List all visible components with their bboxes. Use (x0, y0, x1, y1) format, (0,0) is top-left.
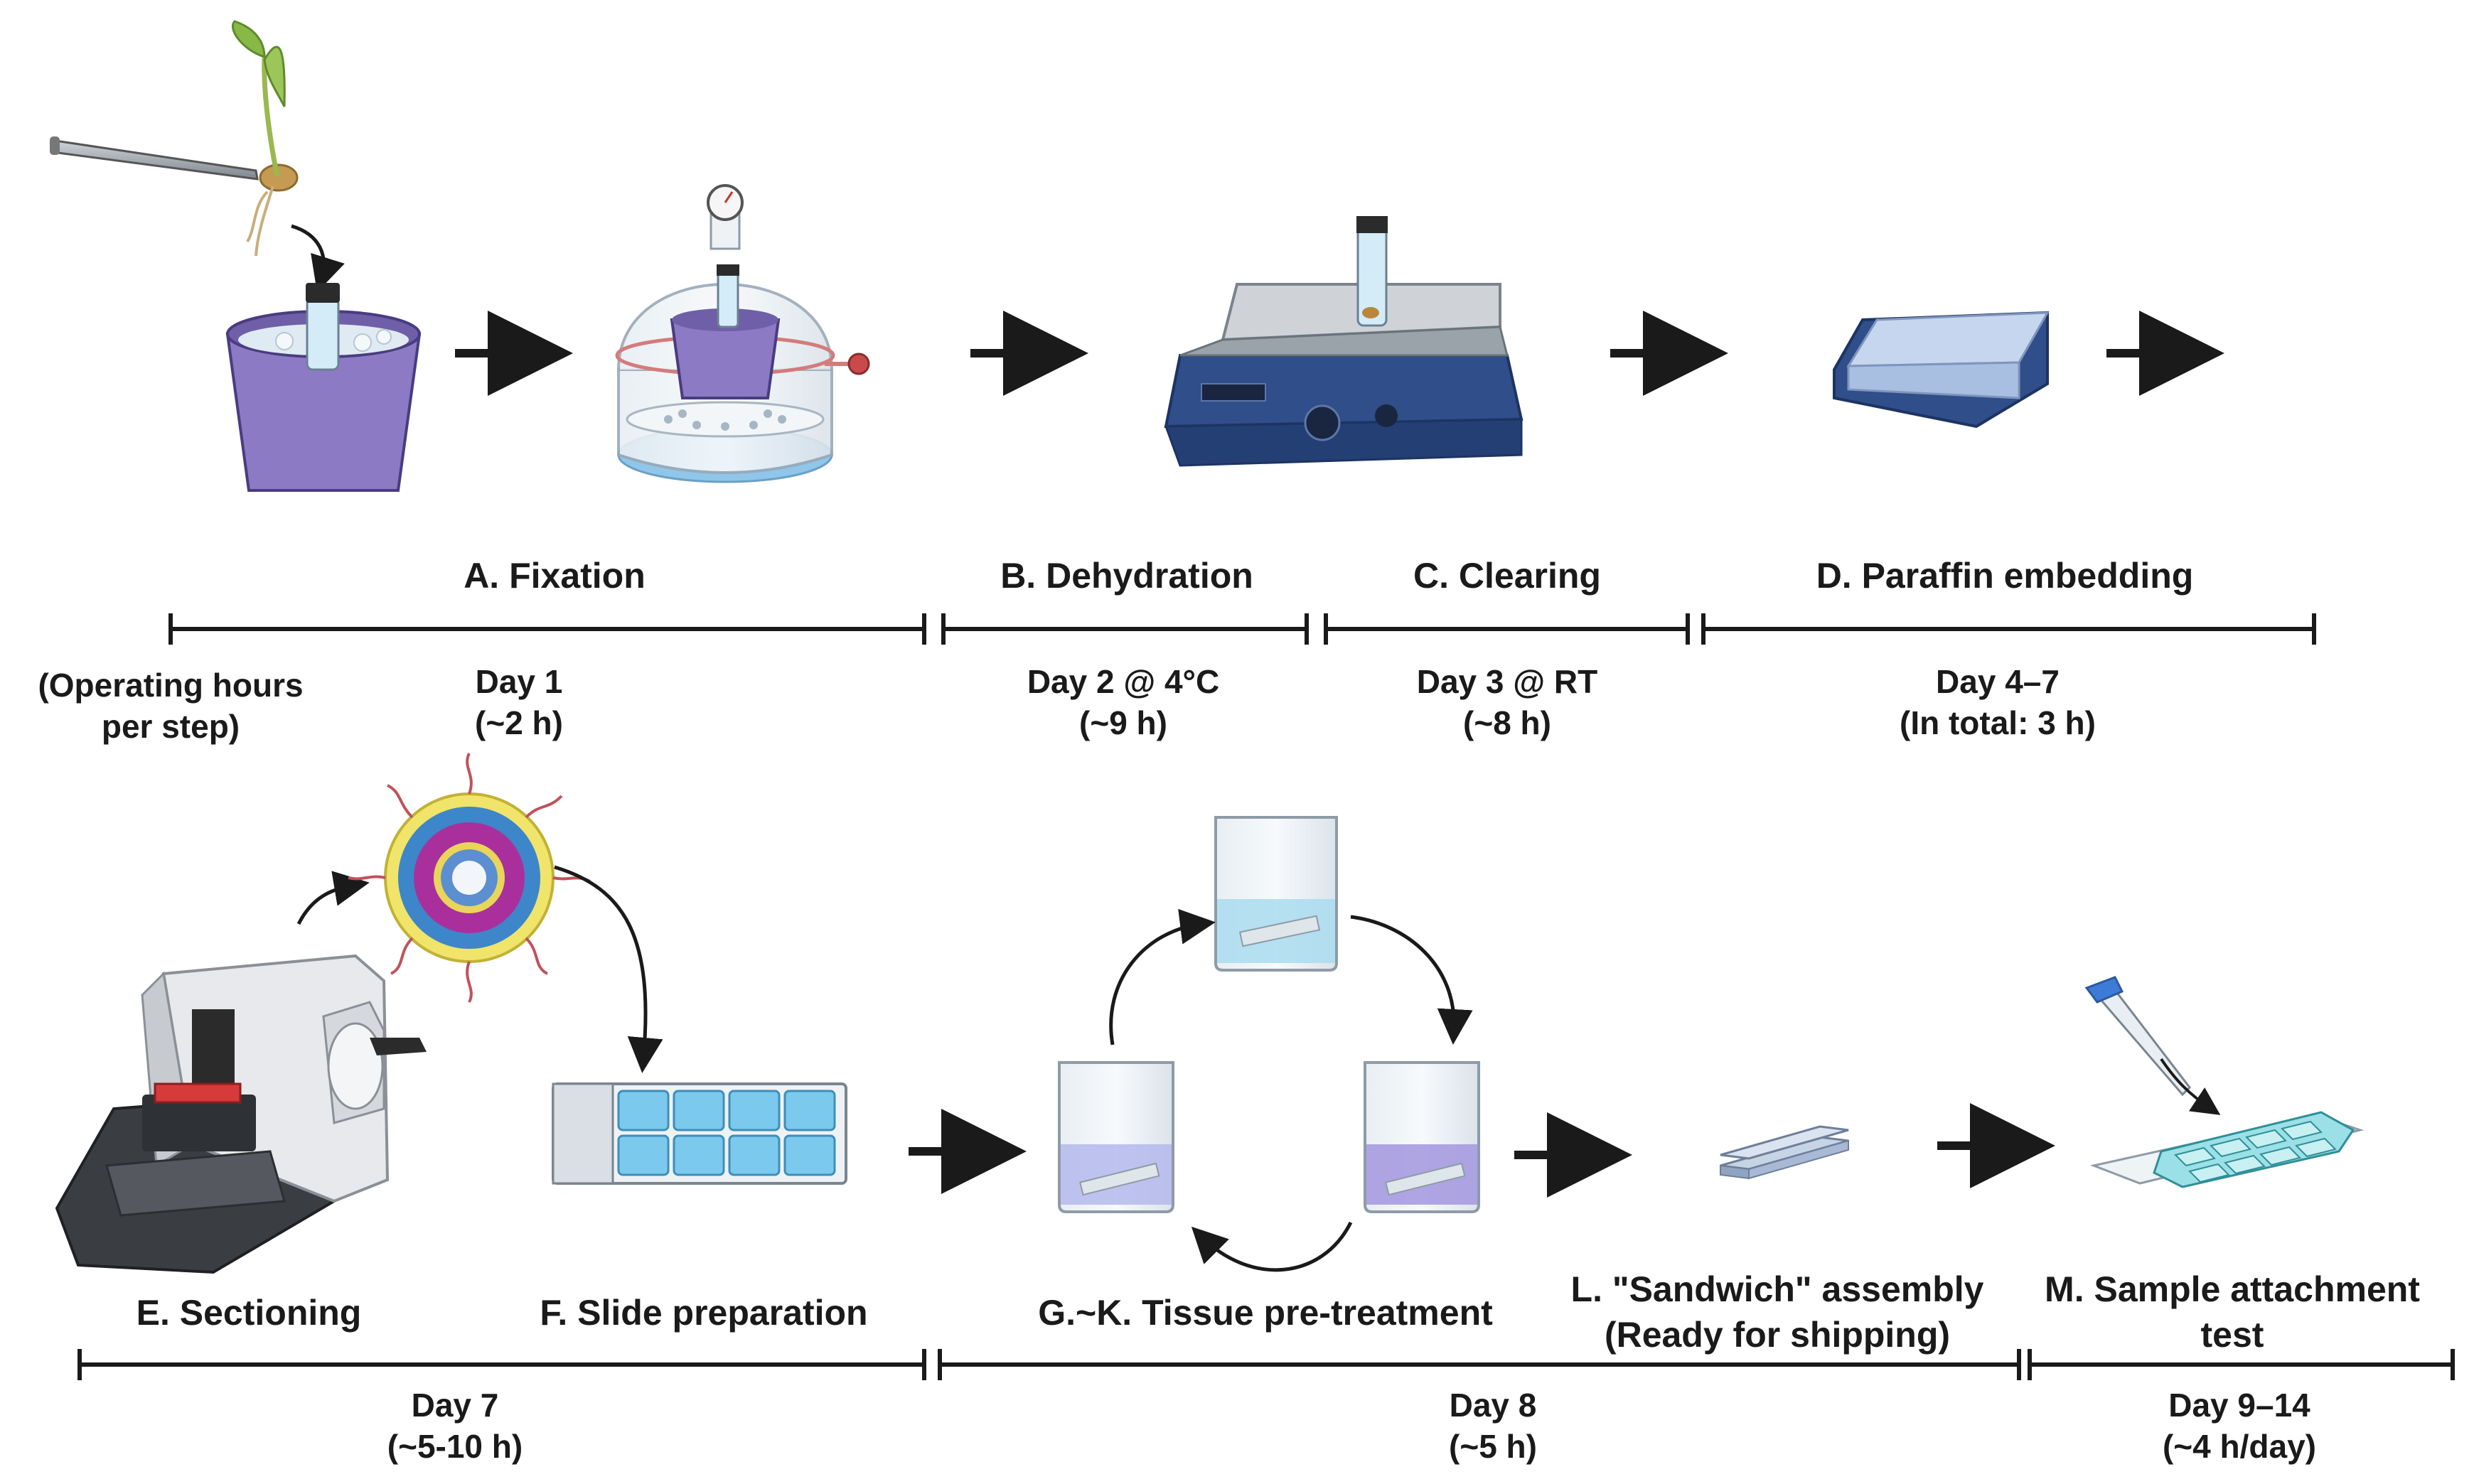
vacuum-desiccator-icon (615, 184, 870, 483)
pipette-chamber-slide-icon (2084, 976, 2365, 1188)
forceps-seedling-icon (50, 20, 345, 293)
row2-arrows (909, 1103, 2055, 1198)
flower-pot-icon (225, 283, 422, 492)
attachment-line1: M. Sample attachment (2045, 1269, 2420, 1309)
well-slide-icon (552, 1082, 847, 1185)
step-label-fixation: A. Fixation (464, 556, 646, 596)
day-label: Day 7 (411, 1387, 499, 1424)
cycle-arrows (1109, 908, 1473, 1272)
operating-hours-line2: per step) (101, 708, 240, 745)
hours-label: (~8 h) (1463, 704, 1551, 741)
step-label-sectioning: E. Sectioning (136, 1293, 362, 1333)
attachment-line2: test (2200, 1315, 2264, 1355)
hours-label: (~5 h) (1449, 1428, 1537, 1465)
timeline-day9-14: Day 9–14 (~4 h/day) (2090, 1384, 2389, 1467)
timeline-day1: Day 1 (~2 h) (370, 661, 668, 743)
day-label: Day 2 @ 4°C (1027, 663, 1220, 700)
day-label: Day 9–14 (2168, 1387, 2310, 1424)
slide-sandwich-icon (1720, 1125, 1849, 1180)
timeline-day2: Day 2 @ 4°C (~9 h) (974, 661, 1273, 743)
sandwich-line2: (Ready for shipping) (1604, 1315, 1951, 1355)
day-label: Day 1 (475, 663, 563, 700)
hours-label: (~5-10 h) (387, 1428, 523, 1465)
day-label: Day 3 @ RT (1416, 663, 1598, 700)
microtome-icon (55, 871, 427, 1274)
timeline-day7: Day 7 (~5-10 h) (313, 1384, 597, 1467)
step-label-attachment: M. Sample attachment test (2019, 1267, 2446, 1357)
beaker-icon (1214, 816, 1338, 972)
hours-label: (~2 h) (475, 704, 563, 741)
operating-hours-note: (Operating hours per step) (28, 665, 313, 747)
timeline-day4-7: Day 4–7 (In total: 3 h) (1848, 661, 2147, 743)
hours-label: (~4 h/day) (2162, 1428, 2316, 1465)
step-label-paraffin: D. Paraffin embedding (1816, 556, 2194, 596)
hours-label: (In total: 3 h) (1900, 704, 2096, 741)
step-label-sandwich: L. "Sandwich" assembly (Ready for shippi… (1550, 1267, 2005, 1357)
beaker-icon (1058, 1061, 1174, 1213)
hours-label: (~9 h) (1079, 704, 1167, 741)
timeline-day3: Day 3 @ RT (~8 h) (1358, 661, 1656, 743)
beaker-icon (1364, 1061, 1480, 1213)
day-label: Day 4–7 (1936, 663, 2060, 700)
paraffin-block-icon (1833, 311, 2050, 429)
timeline-day8: Day 8 (~5 h) (1351, 1384, 1635, 1467)
stirring-hotplate-icon (1164, 216, 1524, 467)
timeline-row1 (168, 613, 2316, 645)
sandwich-line1: L. "Sandwich" assembly (1570, 1269, 1984, 1309)
operating-hours-line1: (Operating hours (38, 667, 304, 704)
step-label-clearing: C. Clearing (1413, 556, 1601, 596)
step-label-slide-prep: F. Slide preparation (540, 1293, 868, 1333)
root-cross-section-icon (348, 753, 663, 1073)
step-label-pretreatment: G.~K. Tissue pre-treatment (1038, 1293, 1493, 1333)
step-label-dehydration: B. Dehydration (1000, 556, 1253, 596)
timeline-row2 (77, 1349, 2455, 1380)
day-label: Day 8 (1449, 1387, 1537, 1424)
